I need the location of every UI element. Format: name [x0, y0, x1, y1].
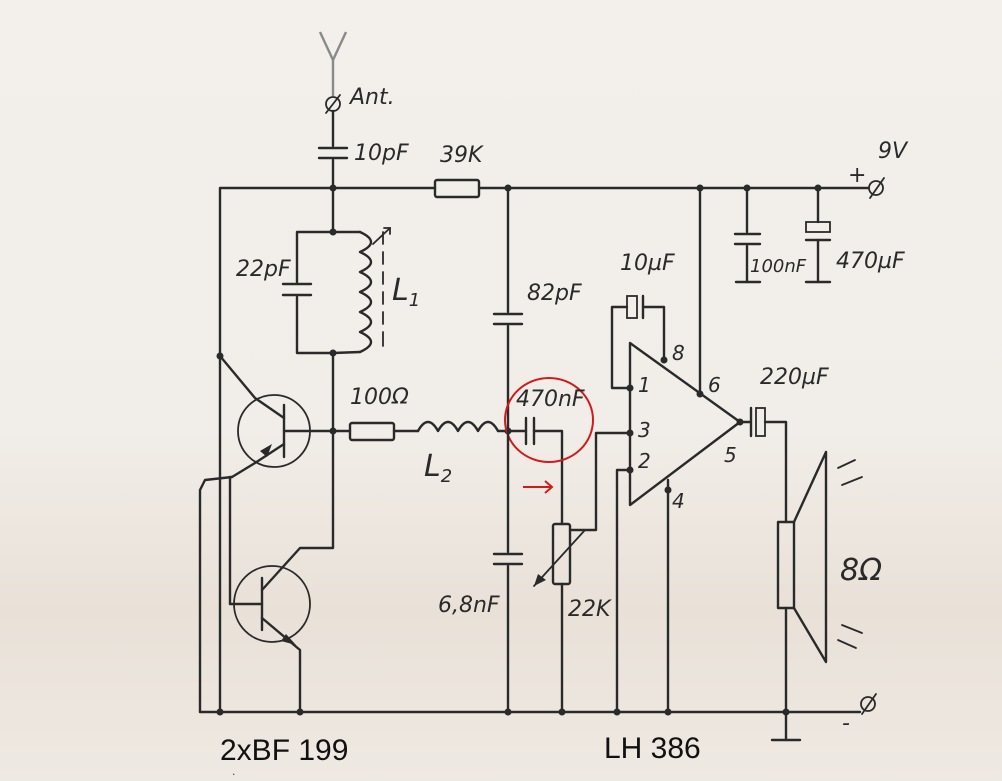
label-supply-minus: -: [842, 711, 850, 736]
label-speaker: 8Ω: [840, 553, 882, 588]
resistor-39k: [433, 178, 481, 199]
antenna-symbol: [318, 31, 348, 96]
capacitor-22pf: [281, 282, 313, 297]
transistor-upper: [218, 354, 335, 479]
supply-plus-terminal: [868, 177, 885, 199]
label-pin-8: 8: [672, 341, 685, 365]
capacitor-10uf: [626, 294, 645, 320]
capacitor-10pf: [317, 146, 349, 160]
label-r-100-ohm: 100Ω: [350, 385, 409, 410]
label-c-82pf: 82pF: [527, 281, 582, 306]
resistor-100-ohm: [348, 421, 396, 442]
label-pin-6: 6: [708, 373, 721, 397]
highlight-arrow: [523, 480, 554, 494]
stray-mark: .: [232, 764, 236, 778]
label-c-10pf: 10pF: [354, 141, 409, 166]
ic-amplifier: [628, 341, 742, 507]
capacitor-6n8: [492, 552, 524, 566]
capacitor-470uf: [804, 221, 832, 242]
label-supply-plus: +: [848, 163, 866, 188]
potentiometer-22k: [533, 522, 586, 587]
caption-transistors: 2xBF 199: [220, 734, 349, 767]
transistor-lower: [228, 429, 335, 714]
label-c-22pf: 22pF: [236, 257, 291, 282]
label-pin-4: 4: [672, 489, 685, 513]
highlight-circle: [504, 377, 594, 463]
label-pin-1: 1: [638, 373, 651, 397]
label-pin-5: 5: [724, 443, 737, 467]
label-c-470nf: 470nF: [516, 387, 585, 412]
coil-l1: [358, 227, 391, 354]
label-coil-l1: L1: [392, 273, 420, 311]
label-c-10uf: 10µF: [620, 251, 675, 276]
label-coil-l2: L2: [424, 449, 452, 487]
supply-minus-terminal: [860, 693, 877, 715]
label-pin-2: 2: [638, 449, 651, 473]
label-c-6n8: 6,8nF: [438, 593, 500, 618]
label-pot-22k: 22K: [568, 597, 612, 622]
capacitor-82pf: [492, 312, 524, 326]
label-c-220uf: 220µF: [760, 365, 829, 390]
label-c-470uf: 470µF: [836, 249, 905, 274]
label-supply-voltage: 9V: [878, 139, 909, 164]
label-r-39k: 39K: [440, 143, 484, 168]
capacitor-100nf: [733, 232, 762, 246]
coil-l2: [416, 420, 500, 433]
caption-ic: LH 386: [604, 732, 701, 765]
label-pin-3: 3: [638, 418, 651, 442]
label-antenna: Ant.: [348, 85, 395, 110]
capacitor-220uf: [749, 406, 766, 438]
label-c-100nf: 100nF: [750, 256, 807, 277]
